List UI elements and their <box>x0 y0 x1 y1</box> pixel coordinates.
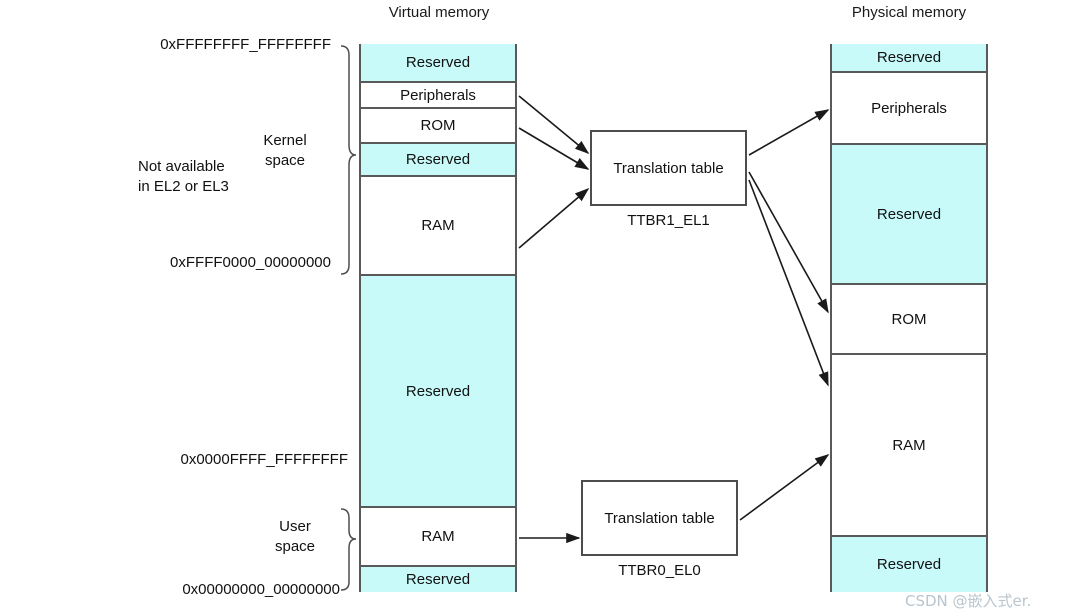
user-space-brace <box>340 508 357 591</box>
physical-memory-segment-label: Reserved <box>876 556 942 573</box>
user-space-label-line1: User <box>279 518 311 535</box>
physical-memory-segment-label: Peripherals <box>871 99 947 117</box>
virtual-memory-segment-label: Peripherals <box>400 86 476 104</box>
address-label-top: 0xFFFFFFFF_FFFFFFFF <box>160 36 331 53</box>
csdn-watermark: CSDN @嵌入式er. <box>905 592 1032 610</box>
address-label-user-top: 0x0000FFFF_FFFFFFFF <box>180 451 348 468</box>
kernel-space-label: Kernel space <box>228 131 342 171</box>
physical-memory-segment: Peripherals <box>832 73 986 145</box>
not-available-note-line2: in EL2 or EL3 <box>138 178 229 195</box>
arrows-virtual-to-ttbr1 <box>518 95 590 249</box>
physical-memory-segment-label: RAM <box>892 436 926 454</box>
physical-memory-segment-label: Reserved <box>876 49 942 66</box>
kernel-space-brace <box>340 45 357 275</box>
physical-memory-segment: RAM <box>832 355 986 537</box>
physical-memory-segment-label: ROM <box>891 310 927 328</box>
arrows-ttbr1-to-physical <box>748 109 830 387</box>
physical-memory-header: Physical memory <box>851 4 967 21</box>
virtual-memory-segment: Reserved <box>361 276 515 508</box>
address-label-kernel-base: 0xFFFF0000_00000000 <box>170 254 331 271</box>
virtual-memory-segment-label: RAM <box>421 528 455 545</box>
translation-table-ttbr0-caption: TTBR0_EL0 <box>618 562 701 579</box>
user-space-label: User space <box>248 517 342 557</box>
translation-table-ttbr0[interactable]: Translation table <box>581 480 738 556</box>
virtual-memory-segment: Peripherals <box>361 83 515 109</box>
virtual-memory-segment-label: RAM <box>421 217 455 234</box>
physical-memory-segment: Reserved <box>832 44 986 73</box>
virtual-memory-segment: ROM <box>361 109 515 144</box>
user-space-label-line2: space <box>274 538 316 555</box>
virtual-memory-header: Virtual memory <box>388 4 490 21</box>
translation-table-ttbr1[interactable]: Translation table <box>590 130 747 206</box>
virtual-memory-segment: Reserved <box>361 567 515 592</box>
virtual-memory-segment: RAM <box>361 508 515 567</box>
physical-memory-segment-label: Reserved <box>876 205 942 223</box>
physical-memory-segment: Reserved <box>832 145 986 285</box>
kernel-space-label-line1: Kernel <box>263 132 307 149</box>
virtual-memory-segment-label: Reserved <box>405 571 471 588</box>
virtual-memory-segment-label: Reserved <box>405 54 471 71</box>
translation-table-ttbr1-caption: TTBR1_EL1 <box>627 212 710 229</box>
arrow-ttbr0-to-physical <box>739 454 830 521</box>
address-label-user-base: 0x00000000_00000000 <box>182 581 340 598</box>
virtual-memory-segment-label: Reserved <box>405 151 471 168</box>
not-available-note: Not available in EL2 or EL3 <box>138 157 318 197</box>
virtual-memory-segment-label: Reserved <box>405 382 471 400</box>
kernel-space-label-line2: space <box>264 152 306 169</box>
virtual-memory-segment: Reserved <box>361 144 515 177</box>
physical-memory-segment: ROM <box>832 285 986 355</box>
virtual-memory-segment: RAM <box>361 177 515 276</box>
virtual-memory-segment-label: ROM <box>420 117 456 134</box>
not-available-note-line1: Not available <box>138 158 225 175</box>
virtual-memory-segment: Reserved <box>361 44 515 83</box>
physical-memory-segment: Reserved <box>832 537 986 592</box>
